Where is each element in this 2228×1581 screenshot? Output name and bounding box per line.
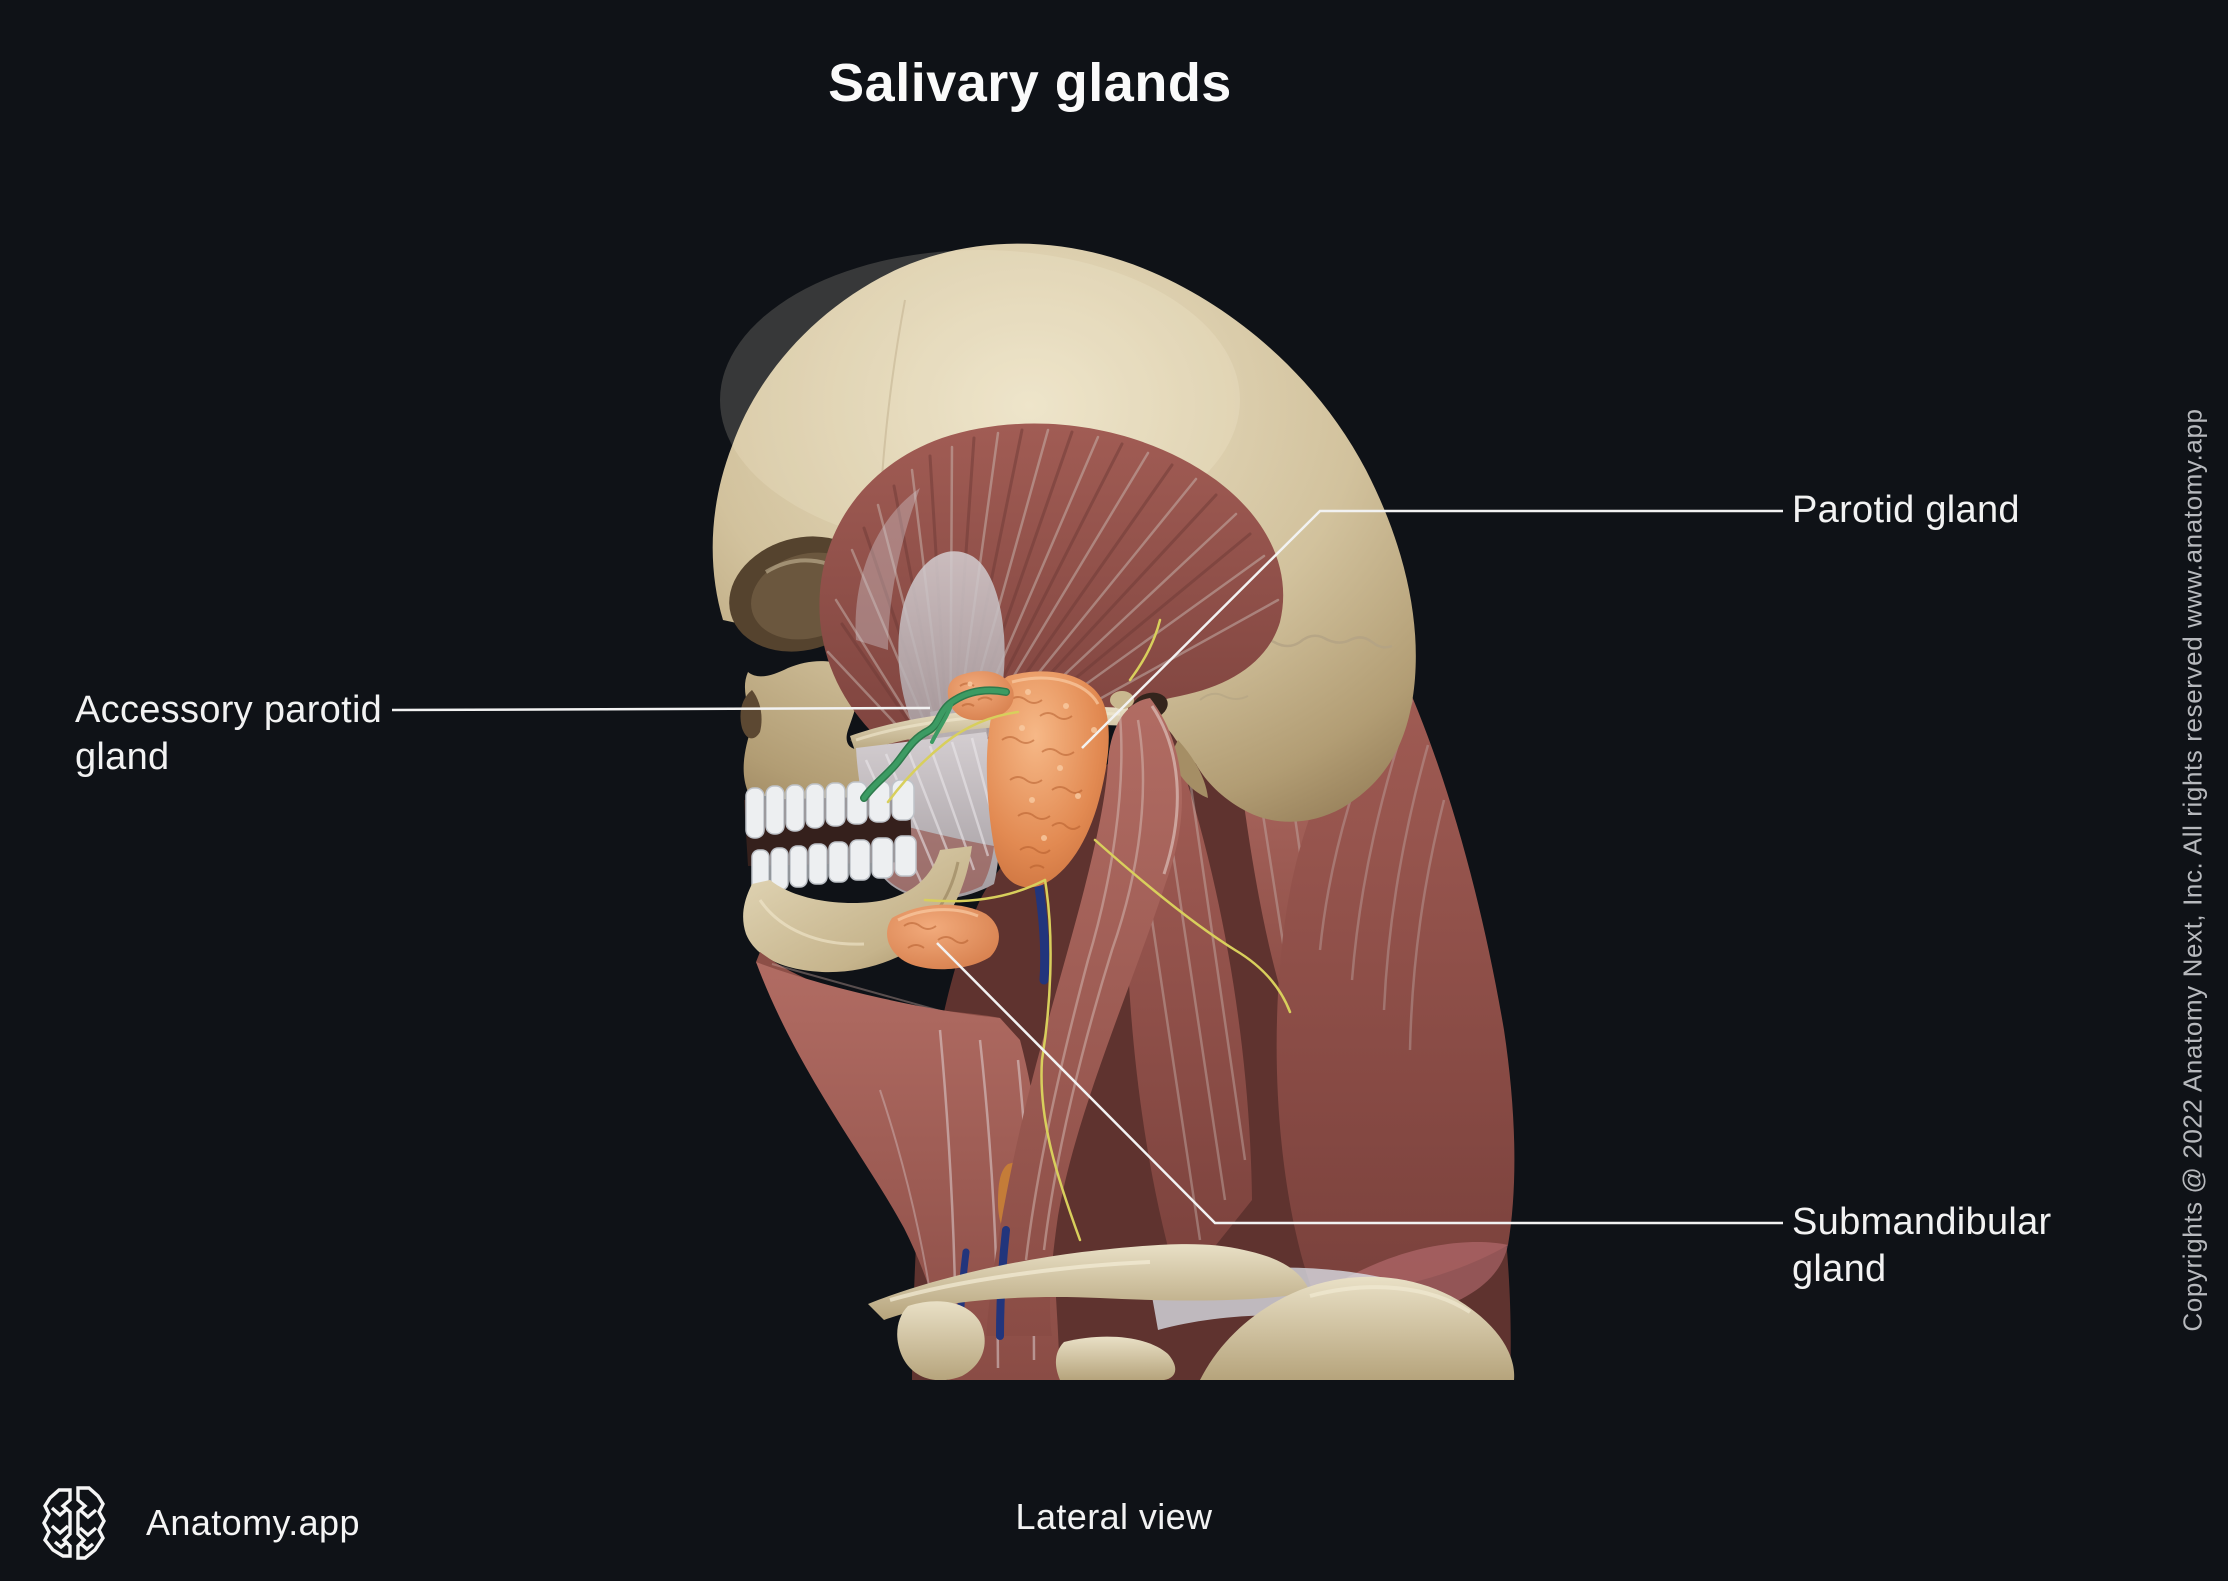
facial-nerve-branches: [886, 618, 1292, 1242]
brand-name: Anatomy.app: [146, 1502, 360, 1543]
submandibular-gland: [887, 904, 999, 970]
teeth: [745, 779, 917, 893]
shoulder-bones: [868, 1244, 1515, 1380]
sternocleidomastoid-muscle: [986, 698, 1182, 1336]
label-parotid-gland: Parotid gland: [1792, 487, 2020, 534]
vertebra-bone: [897, 1301, 985, 1380]
nasal-aperture: [740, 690, 762, 739]
copyright-text: Copyrights @ 2022 Anatomy Next, Inc. All…: [2177, 408, 2208, 1332]
leader-parotid: [1081, 509, 1783, 749]
clavicle-bone: [868, 1244, 1310, 1320]
label-accessory-parotid-gland: Accessory parotid gland: [75, 687, 382, 781]
page-title: Salivary glands: [828, 53, 1232, 113]
brand-footer: Anatomy.app: [40, 1484, 360, 1562]
parotid-duct: [860, 686, 1010, 802]
label-line: gland: [1792, 1248, 1887, 1290]
view-caption: Lateral view: [1015, 1496, 1213, 1537]
label-line: Parotid gland: [1792, 489, 2020, 531]
leader-submandibular: [936, 942, 1783, 1225]
leader-accessory-parotid: [391, 706, 931, 712]
brain-logo-icon: [42, 1486, 106, 1560]
label-line: Submandibular: [1792, 1201, 2052, 1243]
label-line: Accessory parotid: [75, 689, 383, 731]
parotid-gland: [986, 671, 1109, 888]
label-line: gland: [75, 736, 170, 778]
accessory-parotid-gland: [947, 671, 1014, 721]
leader-lines: [391, 509, 1783, 1225]
label-submandibular-gland: Submandibular gland: [1792, 1199, 2052, 1293]
